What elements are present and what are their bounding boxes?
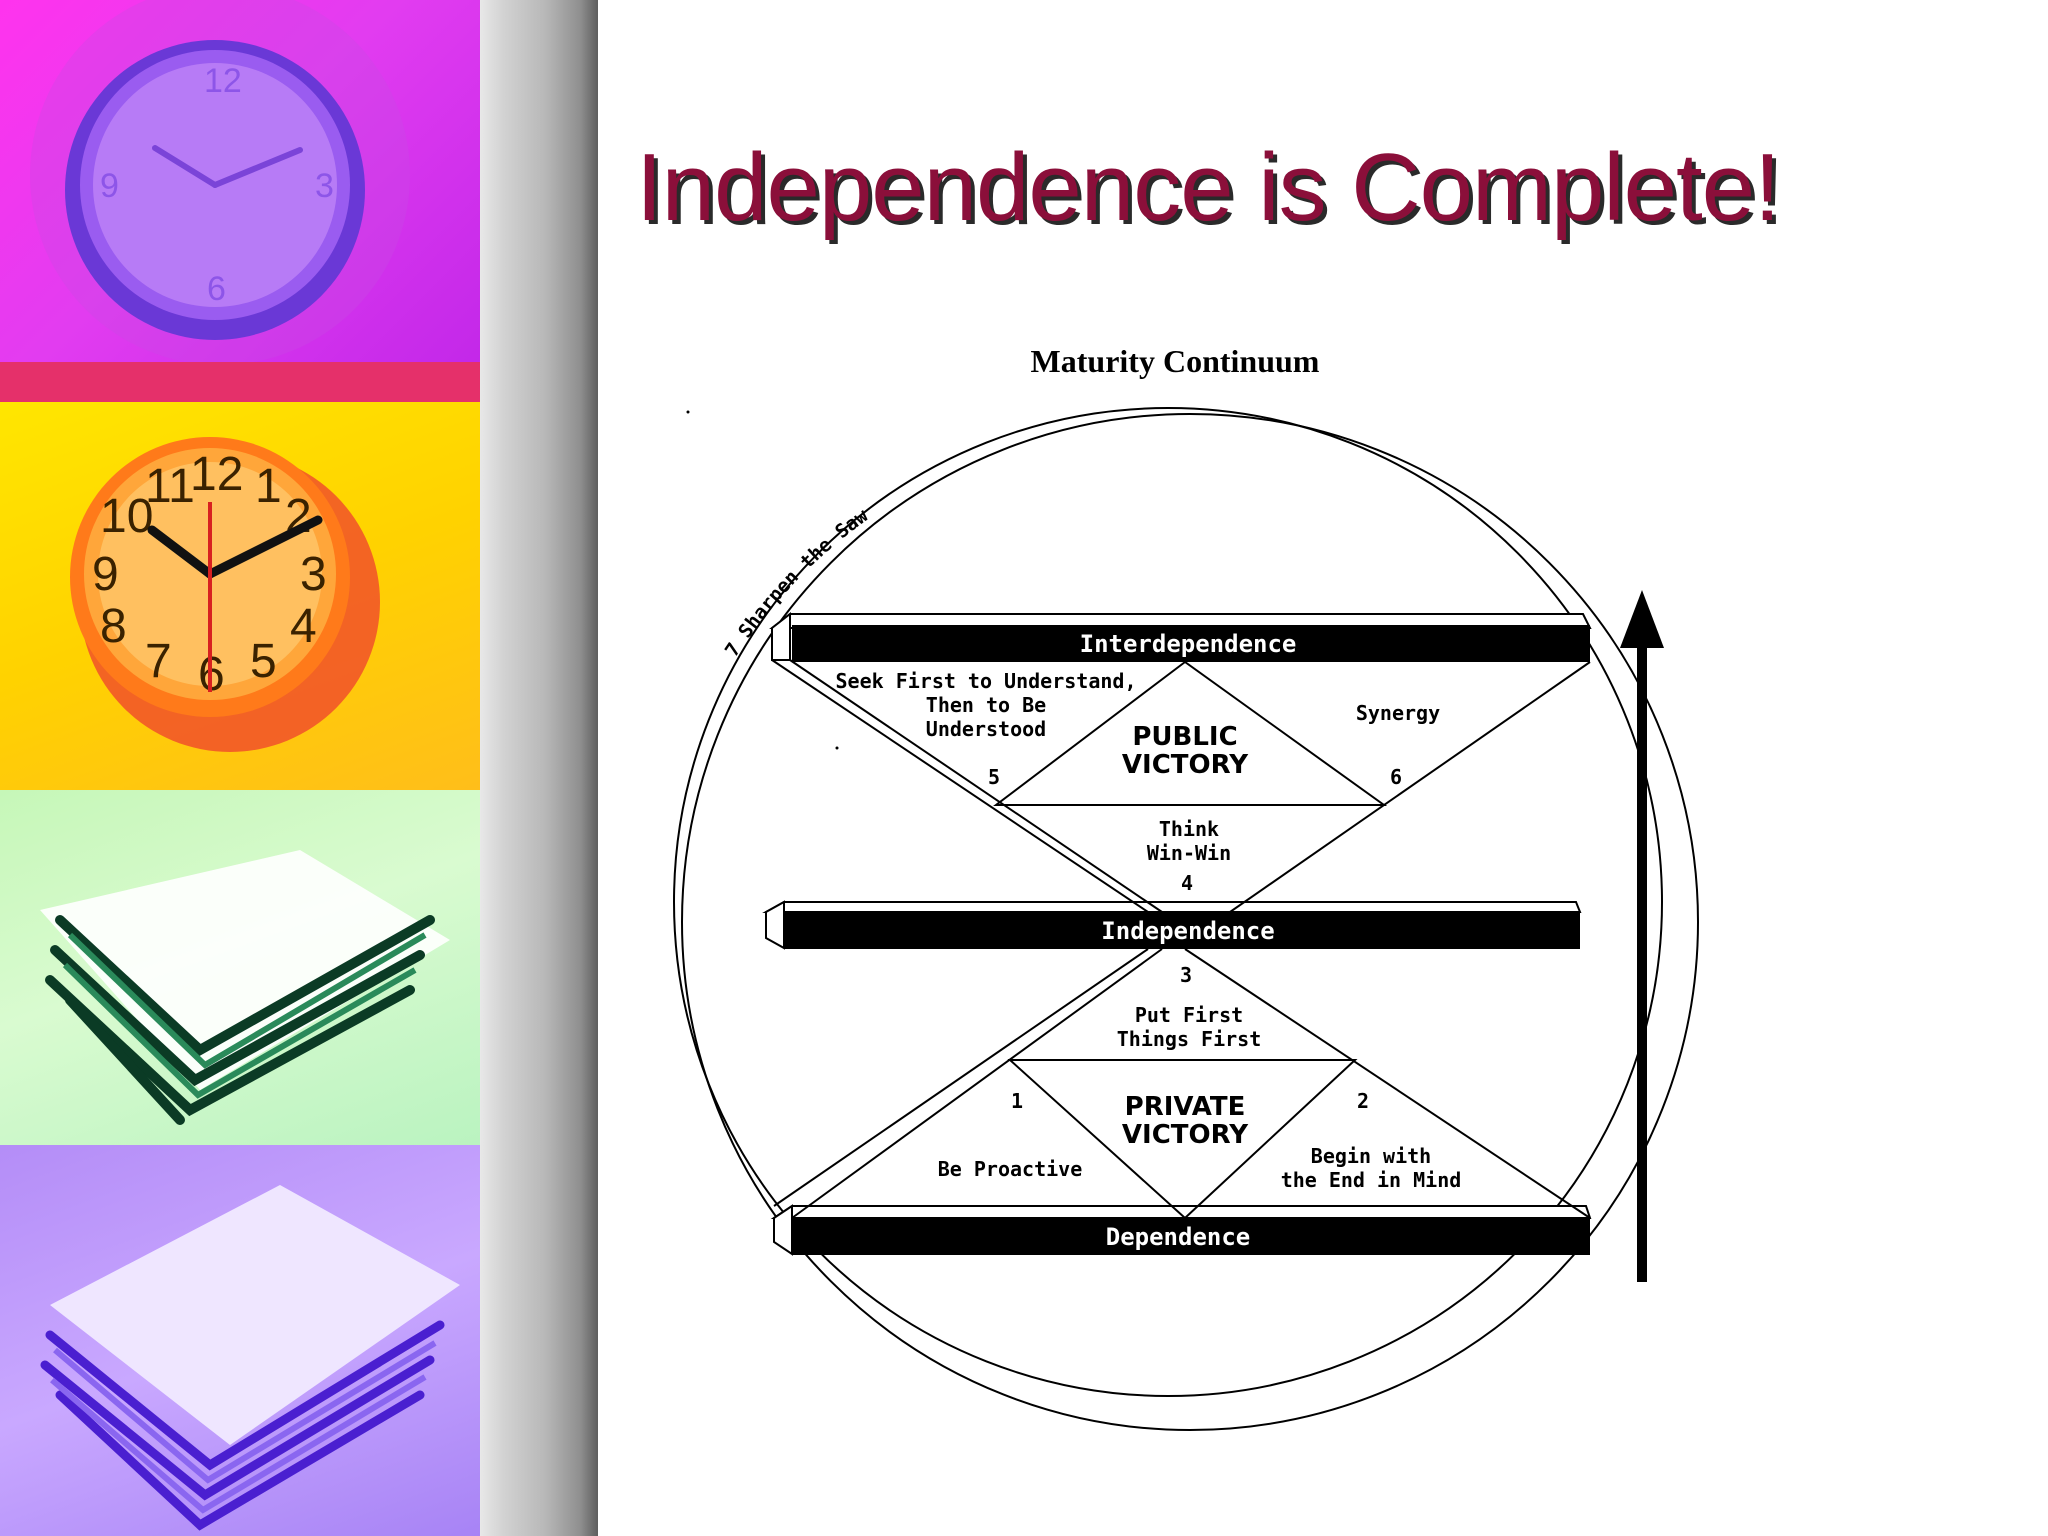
independence-band xyxy=(784,912,1580,949)
up-arrow-icon xyxy=(1620,590,1664,1282)
dependence-label: Dependence xyxy=(1106,1223,1251,1251)
habit-2-text-line-2: the End in Mind xyxy=(1281,1168,1462,1192)
photo-collage-strip: 12 3 6 9 12 3 6 9 11 1 xyxy=(0,0,480,1536)
svg-text:4: 4 xyxy=(290,600,317,653)
clock-icon-magenta: 12 3 6 9 xyxy=(0,0,480,402)
private-victory-line-2: VICTORY xyxy=(1122,1120,1249,1150)
upper-triangle-lines xyxy=(771,659,1591,913)
speck xyxy=(835,746,839,750)
independence-band-top xyxy=(762,901,1582,913)
habit-4-text-line-2: Win-Win xyxy=(1147,841,1231,865)
independence-label: Independence xyxy=(1101,917,1274,945)
habit-2-number: 2 xyxy=(1357,1089,1369,1113)
habit-1-number: 1 xyxy=(1011,1089,1023,1113)
papers-icon-purple xyxy=(40,1185,460,1531)
clock-photo-orange: 12 3 6 9 11 1 10 2 8 4 7 5 xyxy=(0,402,480,790)
clock-icon-orange: 12 3 6 9 11 1 10 2 8 4 7 5 xyxy=(70,437,380,752)
svg-text:11: 11 xyxy=(145,460,195,513)
habit-2-text-line-1: Begin with xyxy=(1311,1144,1431,1168)
habit-3-text-line-1: Put First xyxy=(1135,1003,1243,1027)
interdependence-band-side xyxy=(771,611,791,661)
habit-1-text: Be Proactive xyxy=(938,1157,1083,1181)
inner-circle xyxy=(673,407,1663,1397)
svg-text:3: 3 xyxy=(300,548,327,601)
slide-title: Independence is Complete! xyxy=(636,134,1781,241)
svg-text:6: 6 xyxy=(207,270,226,308)
svg-text:1: 1 xyxy=(255,460,282,513)
public-victory-line-2: VICTORY xyxy=(1122,750,1249,780)
svg-text:5: 5 xyxy=(250,635,277,688)
habit-5-text-line-2: Then to Be xyxy=(926,693,1046,717)
dependence-band xyxy=(792,1218,1590,1255)
svg-text:8: 8 xyxy=(100,600,127,653)
dependence-band-side xyxy=(773,1204,793,1256)
svg-text:12: 12 xyxy=(204,62,242,100)
independence-band-side xyxy=(765,900,785,950)
svg-text:7: 7 xyxy=(145,635,172,688)
svg-text:9: 9 xyxy=(92,548,119,601)
papers-photo-purple xyxy=(0,1145,480,1536)
habit-6-number: 6 xyxy=(1390,765,1402,789)
speck xyxy=(686,410,690,414)
outer-circle xyxy=(681,413,1699,1431)
svg-text:3: 3 xyxy=(315,167,334,205)
interdependence-band xyxy=(792,625,1590,662)
public-victory-line-1: PUBLIC xyxy=(1132,722,1237,752)
divider-bar xyxy=(480,0,598,1536)
private-victory-line-1: PRIVATE xyxy=(1125,1092,1246,1122)
habit-4-text-line-1: Think xyxy=(1159,817,1219,841)
habit-5-text-line-3: Understood xyxy=(926,717,1046,741)
diagram-heading: Maturity Continuum xyxy=(1031,343,1320,379)
habit-6-text: Synergy xyxy=(1356,701,1440,725)
papers-photo-green xyxy=(0,790,480,1145)
habit-3-text-line-2: Things First xyxy=(1117,1027,1262,1051)
lower-triangle-lines xyxy=(773,948,1591,1220)
interdependence-label: Interdependence xyxy=(1080,630,1297,658)
habit-5-text-line-1: Seek First to Understand, xyxy=(835,669,1136,693)
svg-text:10: 10 xyxy=(100,490,153,543)
clock-photo-magenta: 12 3 6 9 xyxy=(0,0,480,402)
svg-text:9: 9 xyxy=(100,167,119,205)
habit-5-number: 5 xyxy=(988,765,1000,789)
habit-4-number: 4 xyxy=(1181,871,1193,895)
habit-3-number: 3 xyxy=(1180,963,1192,987)
svg-text:12: 12 xyxy=(190,448,243,501)
papers-icon-green xyxy=(40,850,450,1125)
